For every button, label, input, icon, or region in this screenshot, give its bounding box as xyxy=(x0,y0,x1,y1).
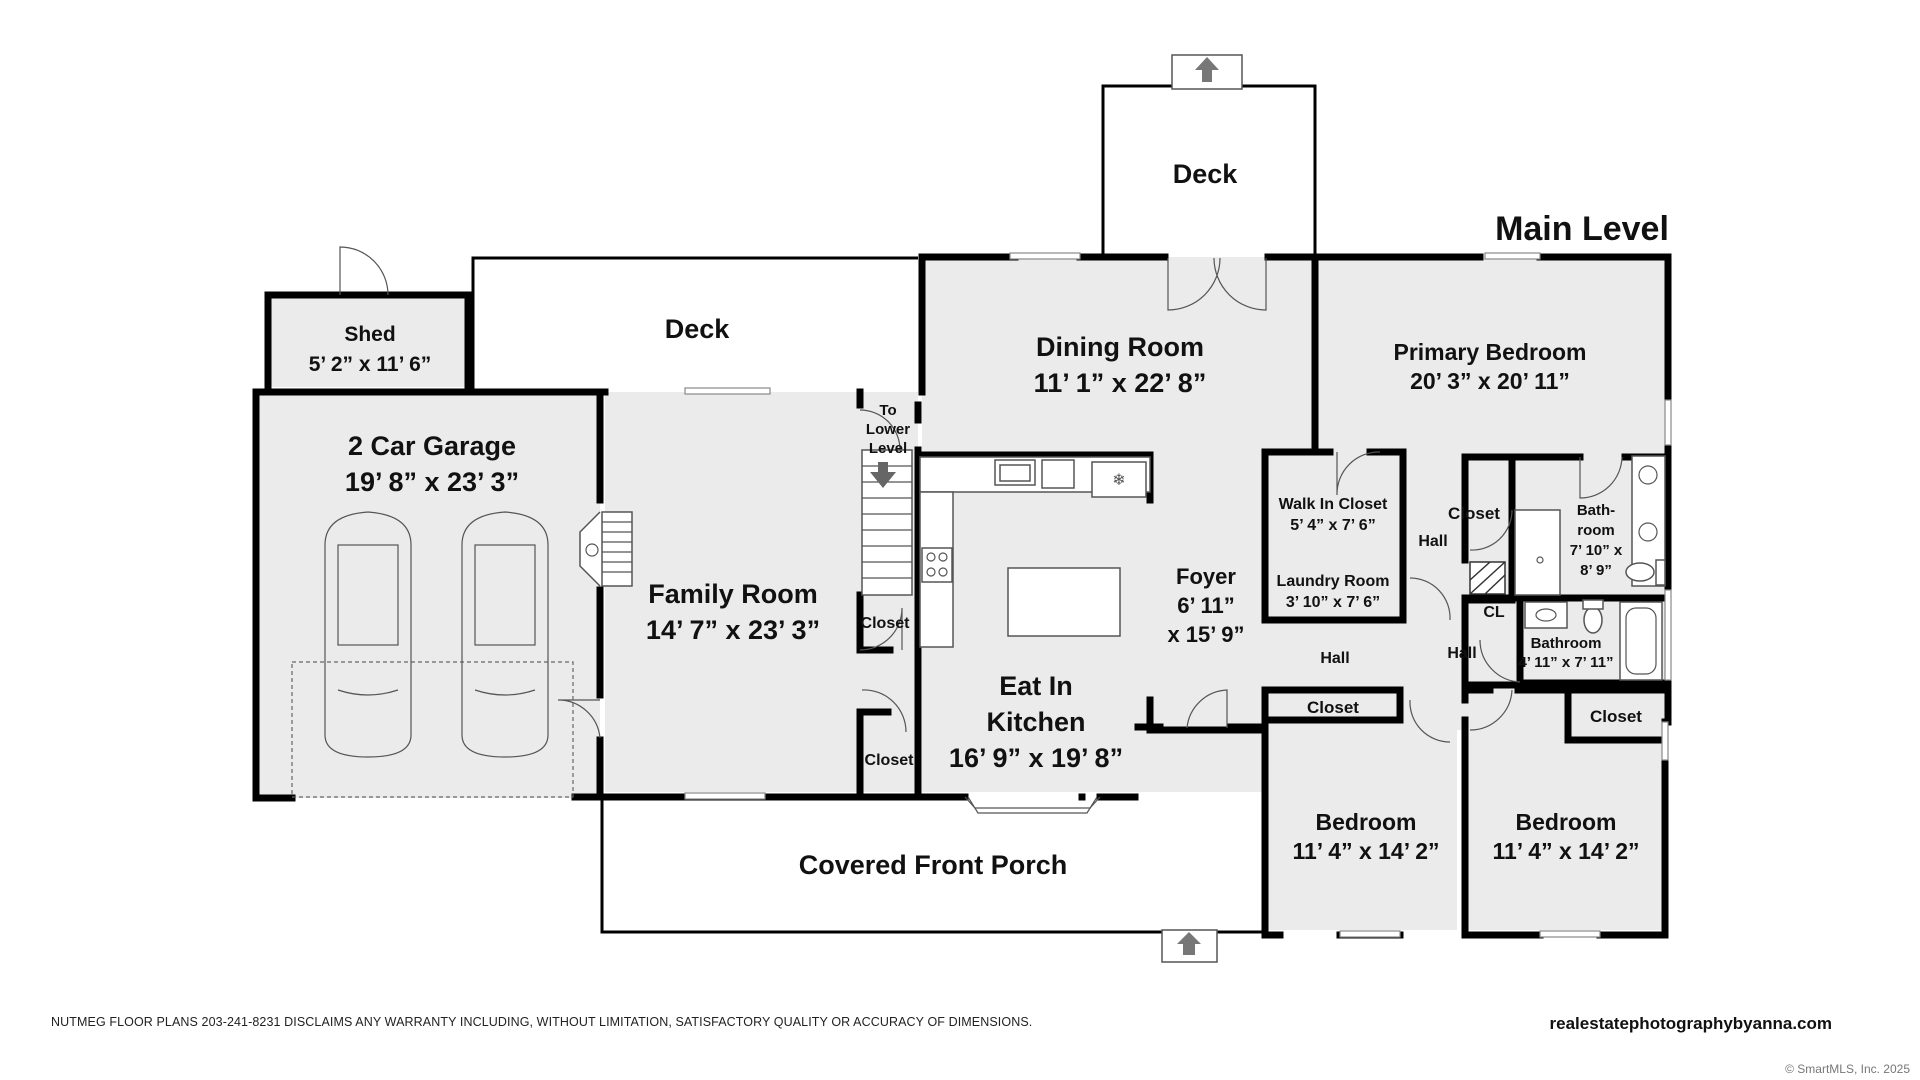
primary-bath-line1: Bath- xyxy=(1577,502,1615,519)
deck-left-name: Deck xyxy=(665,314,731,344)
dining-room-dims: 11’ 1” x 22’ 8” xyxy=(1034,368,1207,398)
front-entry-arrow-icon xyxy=(1177,932,1201,955)
porch-name: Covered Front Porch xyxy=(799,850,1068,880)
bathroom-name: Bathroom xyxy=(1531,635,1602,652)
primary-bedroom-name: Primary Bedroom xyxy=(1393,339,1586,365)
plan-title: Main Level xyxy=(1495,210,1669,248)
primary-bedroom-dims: 20’ 3” x 20’ 11” xyxy=(1410,368,1570,394)
kitchen-name-line2: Kitchen xyxy=(986,707,1085,737)
family-room-name: Family Room xyxy=(648,579,818,609)
closet-hall: Closet xyxy=(1307,698,1359,717)
kitchen-fixtures: ❄ xyxy=(919,456,1151,648)
walk-in-closet-dims: 5’ 4” x 7’ 6” xyxy=(1290,517,1375,534)
closet-kitchen-lower: Closet xyxy=(865,752,915,769)
hall-upper: Hall xyxy=(1418,533,1447,550)
walk-in-closet-name: Walk In Closet xyxy=(1279,496,1388,513)
shed-name: Shed xyxy=(344,323,395,346)
primary-bath-line4: 8’ 9” xyxy=(1580,562,1612,579)
windows xyxy=(684,252,1672,938)
primary-bath-line3: 7’ 10” x xyxy=(1570,542,1623,559)
room-labels: Main Level Shed 5’ 2” x 11’ 6” Deck Deck… xyxy=(309,159,1669,880)
to-lower-level-line3: Level xyxy=(869,440,907,457)
garage-fixtures xyxy=(291,511,633,798)
bathroom-dims: 4’ 11” x 7’ 11” xyxy=(1518,654,1613,671)
closet-bedroom-right: Closet xyxy=(1590,707,1642,726)
garage-dims: 19’ 8” x 23’ 3” xyxy=(345,467,519,497)
dining-room-name: Dining Room xyxy=(1036,332,1204,362)
foyer-dims-line2: x 15’ 9” xyxy=(1167,622,1244,647)
footer-disclaimer: NUTMEG FLOOR PLANS 203-241-8231 DISCLAIM… xyxy=(51,1015,1033,1029)
stairs-arrow-icon xyxy=(870,462,896,488)
kitchen-island xyxy=(1007,567,1121,637)
footer-copyright: © SmartMLS, Inc. 2025 xyxy=(1785,1062,1910,1076)
fireplace-icon xyxy=(579,511,633,587)
car-left-icon xyxy=(324,511,412,758)
closet-primary: Closet xyxy=(1448,504,1500,523)
to-lower-level-line2: Lower xyxy=(866,421,910,438)
shed-dims: 5’ 2” x 11’ 6” xyxy=(309,353,432,376)
hall-right: Hall xyxy=(1447,645,1476,662)
kitchen-dims: 16’ 9” x 19’ 8” xyxy=(949,743,1123,773)
deck-entry-arrow-icon xyxy=(1195,57,1219,82)
family-room-dims: 14’ 7” x 23’ 3” xyxy=(646,615,820,645)
footer-website: realestatephotographybyanna.com xyxy=(1549,1014,1832,1033)
bedroom-right-dims: 11’ 4” x 14’ 2” xyxy=(1492,838,1639,864)
laundry-room-dims: 3’ 10” x 7’ 6” xyxy=(1286,594,1380,611)
bath-fixtures xyxy=(1469,455,1666,681)
foyer-name: Foyer xyxy=(1176,564,1236,589)
garage-name: 2 Car Garage xyxy=(348,431,516,461)
snowflake-icon: ❄ xyxy=(1112,472,1125,489)
foyer-dims-line1: 6’ 11” xyxy=(1177,593,1235,618)
primary-bath-line2: room xyxy=(1577,522,1615,539)
car-right-icon xyxy=(461,511,549,758)
deck-top-name: Deck xyxy=(1173,159,1239,189)
bedroom-left-name: Bedroom xyxy=(1316,809,1417,835)
cl-small: CL xyxy=(1483,604,1505,621)
bedroom-left-dims: 11’ 4” x 14’ 2” xyxy=(1292,838,1439,864)
closet-kitchen-upper: Closet xyxy=(861,615,911,632)
to-lower-level-line1: To xyxy=(879,402,896,419)
kitchen-name-line1: Eat In xyxy=(999,671,1073,701)
bedroom-right-name: Bedroom xyxy=(1516,809,1617,835)
entry-arrows xyxy=(1161,54,1243,963)
hall-middle: Hall xyxy=(1320,650,1349,667)
laundry-room-name: Laundry Room xyxy=(1277,573,1390,590)
door-swings xyxy=(339,246,1623,743)
stairs xyxy=(859,409,913,596)
